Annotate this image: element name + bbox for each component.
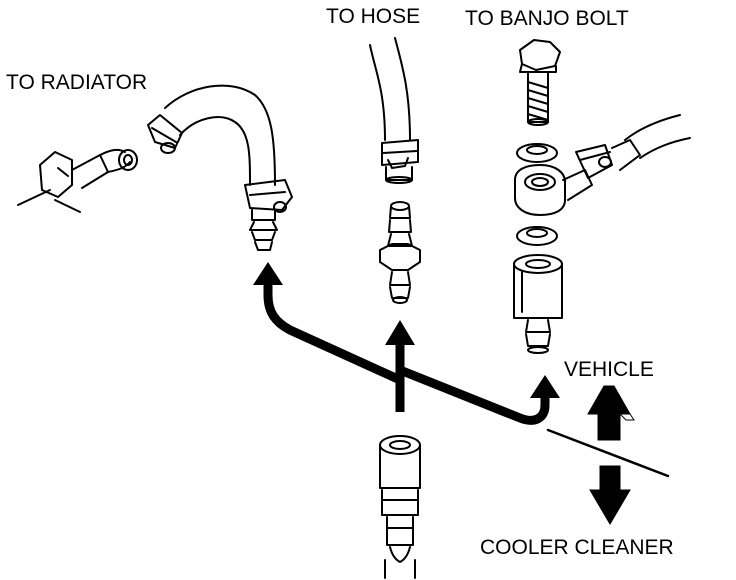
vehicle-label: VEHICLE — [564, 358, 654, 381]
banjo-fitting — [514, 114, 691, 216]
radiator-hose — [147, 84, 293, 251]
middle-adapter — [379, 201, 421, 304]
banjo-bolt — [519, 39, 561, 126]
washer-bottom — [516, 226, 558, 246]
to-hose-label: TO HOSE — [326, 5, 421, 28]
arrowhead-radiator — [253, 262, 283, 285]
cooler-cleaner-arrow-icon — [589, 465, 631, 525]
direction-arrows — [587, 385, 635, 525]
banjo-adapter — [513, 254, 563, 354]
to-banjo-bolt-label: TO BANJO BOLT — [465, 7, 629, 30]
middle-hose — [369, 37, 419, 184]
separator-line — [546, 428, 670, 478]
flow-line-right — [398, 365, 550, 425]
radiator-fitting — [17, 148, 138, 213]
vehicle-arrow-icon — [587, 385, 635, 441]
arrowhead-banjo — [530, 375, 560, 398]
cooler-cleaner-label: COOLER CLEANER — [480, 536, 674, 559]
to-radiator-label: TO RADIATOR — [6, 71, 148, 94]
washer-top — [516, 143, 558, 163]
cleaner-connector — [379, 435, 421, 579]
flow-line-left — [263, 282, 402, 385]
arrowhead-hose — [385, 320, 415, 345]
flow-lines — [263, 282, 550, 425]
flow-arrowheads — [253, 262, 560, 398]
